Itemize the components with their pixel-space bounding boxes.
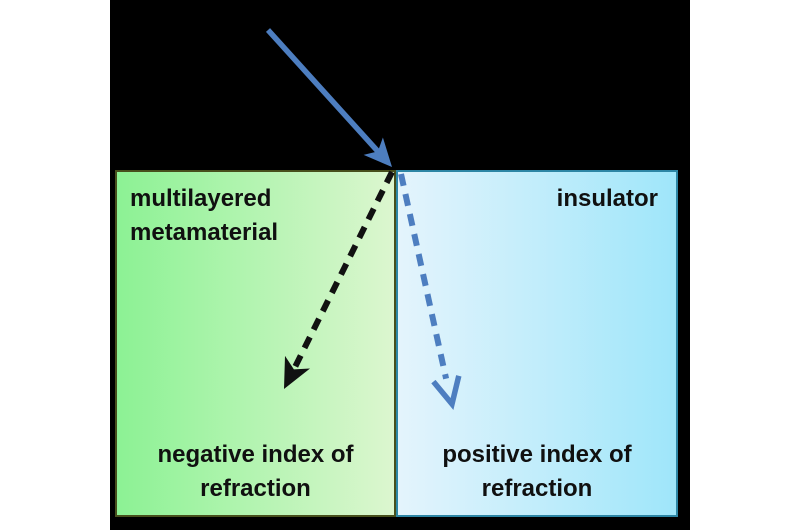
metamaterial-label-line1: multilayered <box>130 185 272 212</box>
negative-index-label-line2: refraction <box>200 475 311 502</box>
negative-index-label-line1: negative index of <box>157 441 354 468</box>
insulator-label: insulator <box>556 185 658 212</box>
positive-index-label-line2: refraction <box>481 475 593 502</box>
positive-index-label-line1: positive index of <box>442 441 632 468</box>
metamaterial-label: multilayered metamaterial <box>130 182 278 250</box>
metamaterial-label-line2: metamaterial <box>130 219 279 246</box>
positive-index-label: positive index of refraction <box>396 438 678 506</box>
negative-index-label: negative index of refraction <box>115 438 396 506</box>
